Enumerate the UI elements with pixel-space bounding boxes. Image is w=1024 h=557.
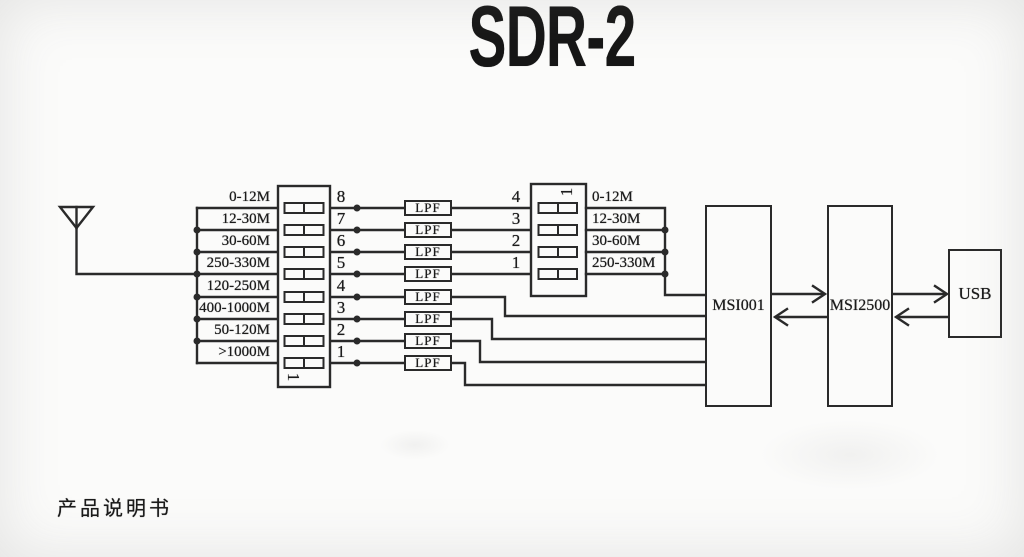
tuner-chip-block: MSI001 [705, 205, 772, 407]
chip-link-arrows [770, 284, 950, 327]
antenna-feed-line [75, 226, 199, 276]
switch-pin-number: 3 [336, 298, 346, 317]
band-label-left: 400-1000M [199, 300, 270, 316]
band-label-left: 120-250M [206, 278, 270, 294]
band-label-right: 0-12M [592, 189, 633, 205]
switch-pin-number: 8 [336, 187, 346, 206]
junction-dot [353, 270, 361, 278]
junction-dot [353, 359, 361, 367]
wire [450, 317, 707, 341]
pin1-marker: 1 [557, 187, 576, 197]
junction-dot [353, 315, 361, 323]
junction-dot [353, 204, 361, 212]
switch-pin-number: 7 [336, 209, 346, 228]
lpf-filter-box: LPF [404, 266, 452, 282]
lpf-filter-box: LPF [404, 311, 452, 327]
band-label-left: 0-12M [229, 189, 270, 205]
lpf-filter-box: LPF [404, 200, 452, 216]
footer-note: 产品说明书 [57, 498, 172, 520]
junction-dot [353, 226, 361, 234]
switch-pin-number: 6 [336, 231, 346, 250]
wire [450, 361, 707, 387]
arrowhead-right-icon [811, 284, 828, 304]
band-label-left: 12-30M [221, 211, 270, 227]
dip-switch-block-8 [276, 184, 332, 389]
switch-pin-number: 2 [336, 320, 346, 339]
switch-pin-number: 4 [336, 276, 346, 295]
pin1-marker: 1 [284, 372, 303, 382]
switch2-to-tuner-bus [584, 206, 707, 297]
band-label-right: 30-60M [592, 233, 641, 249]
arrowhead-right-icon [933, 284, 950, 304]
switch-pin-number: 5 [336, 253, 346, 272]
dip-switch-block-4 [529, 182, 588, 298]
arrowhead-left-icon [893, 307, 910, 327]
lpf-filter-box: LPF [404, 333, 452, 349]
usb-block: USB [948, 249, 1002, 338]
diagram-title: SDR-2 [468, 0, 636, 85]
junction-dot [661, 248, 669, 256]
junction-dot [661, 226, 669, 234]
switch-pin-number: 2 [511, 231, 521, 250]
switch-to-lpf-wires [329, 204, 406, 367]
switch-pin-number: 3 [511, 209, 521, 228]
wire [450, 295, 707, 318]
dip-block-outline [276, 184, 332, 389]
switch-pin-number: 4 [511, 187, 521, 206]
band-label-left: 50-120M [214, 322, 270, 338]
switch-pin-number: 1 [511, 253, 521, 272]
band-label-left: >1000M [218, 344, 270, 360]
band-label-right: 12-30M [592, 211, 641, 227]
junction-dot [353, 248, 361, 256]
lpf-filter-box: LPF [404, 355, 452, 371]
switch-pin-number: 1 [336, 342, 346, 361]
lpf-to-tuner-wires [450, 295, 707, 387]
junction-dot [661, 270, 669, 278]
lpf-filter-box: LPF [404, 244, 452, 260]
band-row-wires-left [195, 206, 279, 365]
arrowhead-left-icon [772, 307, 789, 327]
wire [450, 339, 707, 364]
lpf-filter-box: LPF [404, 289, 452, 305]
junction-dot [353, 337, 361, 345]
antenna-icon [57, 205, 199, 276]
band-label-right: 250-330M [592, 255, 656, 271]
band-label-left: 30-60M [221, 233, 270, 249]
band-label-left: 250-330M [206, 255, 270, 271]
lpf-filter-box: LPF [404, 222, 452, 238]
lpf-to-switch2-wires [450, 206, 532, 276]
junction-dot [353, 293, 361, 301]
adc-chip-block: MSI2500 [827, 205, 893, 407]
dip-block-outline [529, 182, 588, 298]
